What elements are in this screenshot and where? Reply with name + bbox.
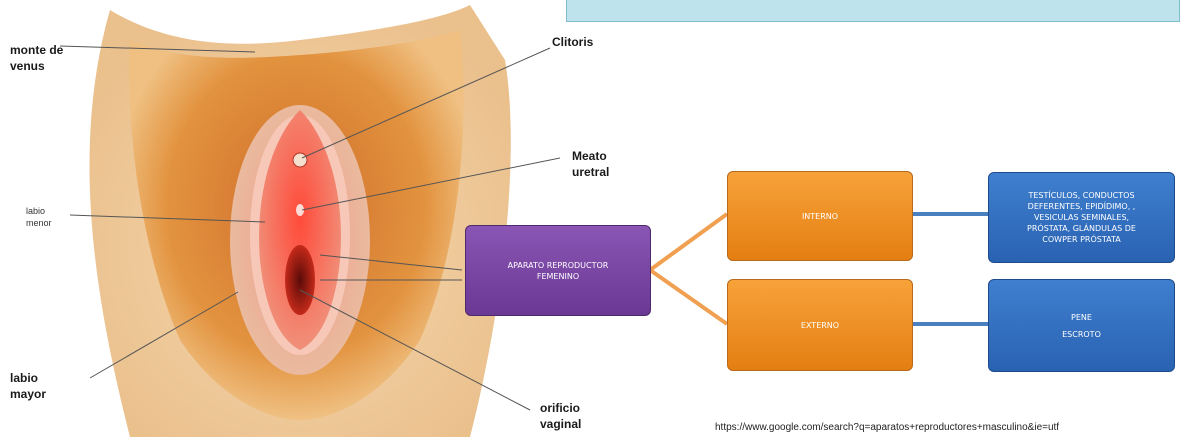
body-silhouette [89,5,511,437]
node-externo: EXTERNO [727,279,913,371]
leader-lines [59,45,560,411]
label-monte-de-venus: monte de venus [10,43,64,73]
label-labio-menor: labio menor [26,206,52,228]
anatomy-illustration [59,5,560,437]
source-url: https://www.google.com/search?q=aparatos… [715,422,1060,433]
node-interno-detail: TESTÍCULOS, CONDUCTOS DEFERENTES, EPIDÍD… [988,172,1175,263]
label-clitoris: Clitoris [552,35,594,49]
label-orificio-vaginal: orificio vaginal [540,401,582,431]
node-interno: INTERNO [727,171,913,261]
node-aparato-reproductor-femenino: APARATO REPRODUCTOR FEMENINO [465,225,651,316]
label-meato-uretral: Meato uretral [572,149,610,179]
connector-root-externo [648,268,729,326]
label-labio-mayor: labio mayor [10,371,47,401]
node-externo-detail: PENE ESCROTO [988,279,1175,372]
connector-root-interno [648,212,729,272]
